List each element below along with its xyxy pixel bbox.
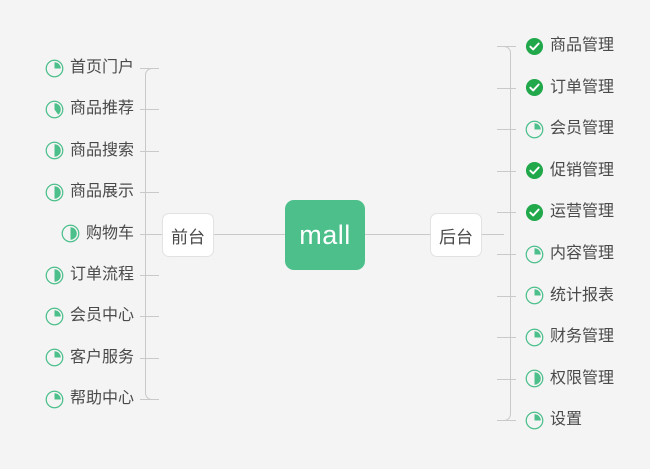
front-item-8[interactable]: 客户服务 xyxy=(45,345,134,371)
back-item-stub xyxy=(497,296,516,297)
pie-progress-icon xyxy=(525,286,544,305)
front-item-stub xyxy=(140,358,159,359)
pie-progress-icon xyxy=(61,224,80,243)
back-item-2[interactable]: 订单管理 xyxy=(525,75,614,101)
back-item-label: 订单管理 xyxy=(550,78,615,96)
pie-progress-icon xyxy=(45,100,64,119)
front-item-label: 会员中心 xyxy=(69,307,134,325)
back-item-5[interactable]: 运营管理 xyxy=(525,199,614,225)
front-item-3[interactable]: 商品搜索 xyxy=(45,138,134,164)
branch-node-front[interactable]: 前台 xyxy=(162,213,214,257)
pie-progress-icon xyxy=(525,369,544,388)
back-item-8[interactable]: 财务管理 xyxy=(525,324,614,350)
back-item-label: 商品管理 xyxy=(550,37,615,54)
front-item-stub xyxy=(140,192,159,193)
back-item-label: 权限管理 xyxy=(550,369,615,387)
back-item-6[interactable]: 内容管理 xyxy=(525,241,614,267)
back-item-stub xyxy=(497,337,516,338)
front-item-label: 首页门户 xyxy=(69,59,134,76)
front-item-4[interactable]: 商品展示 xyxy=(45,179,134,205)
right-branch-connector xyxy=(482,234,504,235)
pie-progress-icon xyxy=(525,245,544,264)
back-item-label: 统计报表 xyxy=(550,286,615,304)
pie-progress-icon xyxy=(45,183,64,202)
check-circle-icon xyxy=(525,203,544,222)
front-item-stub xyxy=(140,109,159,110)
branch-node-back-label: 后台 xyxy=(439,227,473,247)
pie-progress-icon xyxy=(45,348,64,367)
check-circle-icon xyxy=(525,37,544,56)
front-item-1[interactable]: 首页门户 xyxy=(45,55,134,81)
front-item-9[interactable]: 帮助中心 xyxy=(45,386,134,412)
pie-progress-icon xyxy=(45,266,64,285)
pie-progress-icon xyxy=(45,307,64,326)
pie-progress-icon xyxy=(45,141,64,160)
front-item-label: 客户服务 xyxy=(69,348,134,366)
center-node-mall[interactable]: mall xyxy=(285,200,365,270)
back-item-label: 会员管理 xyxy=(550,120,615,138)
pie-progress-icon xyxy=(45,390,64,409)
check-circle-icon xyxy=(525,78,544,97)
front-item-2[interactable]: 商品推荐 xyxy=(45,96,134,122)
back-item-label: 财务管理 xyxy=(550,328,615,346)
pie-progress-icon xyxy=(45,59,64,78)
back-item-label: 运营管理 xyxy=(550,203,615,221)
back-item-stub xyxy=(497,88,516,89)
front-item-stub xyxy=(140,68,159,69)
front-item-5[interactable]: 购物车 xyxy=(61,221,134,247)
back-item-stub xyxy=(497,46,516,47)
center-node-label: mall xyxy=(299,219,351,250)
front-item-7[interactable]: 会员中心 xyxy=(45,303,134,329)
back-item-10[interactable]: 设置 xyxy=(525,407,582,433)
back-item-label: 设置 xyxy=(550,411,583,429)
back-item-9[interactable]: 权限管理 xyxy=(525,366,614,392)
back-item-stub xyxy=(497,212,516,213)
pie-progress-icon xyxy=(525,411,544,430)
front-item-stub xyxy=(140,151,159,152)
front-item-label: 购物车 xyxy=(85,224,134,242)
front-item-label: 商品展示 xyxy=(69,183,134,201)
front-item-6[interactable]: 订单流程 xyxy=(45,262,134,288)
front-item-label: 商品搜索 xyxy=(69,141,134,159)
branch-node-back[interactable]: 后台 xyxy=(430,213,482,257)
back-item-stub xyxy=(497,254,516,255)
branch-node-front-label: 前台 xyxy=(171,227,205,247)
back-item-7[interactable]: 统计报表 xyxy=(525,283,614,309)
pie-progress-icon xyxy=(525,328,544,347)
front-item-stub xyxy=(140,275,159,276)
front-item-stub xyxy=(140,234,159,235)
back-item-stub xyxy=(497,129,516,130)
center-left-connector xyxy=(214,234,286,235)
front-item-label: 订单流程 xyxy=(69,266,134,283)
check-circle-icon xyxy=(525,161,544,180)
front-item-stub xyxy=(140,316,159,317)
back-item-3[interactable]: 会员管理 xyxy=(525,116,614,142)
back-item-1[interactable]: 商品管理 xyxy=(525,33,614,59)
front-item-label: 帮助中心 xyxy=(69,390,134,408)
back-item-label: 促销管理 xyxy=(550,161,615,179)
pie-progress-icon xyxy=(525,120,544,139)
back-item-label: 内容管理 xyxy=(550,245,615,262)
front-item-stub xyxy=(140,399,159,400)
back-item-stub xyxy=(497,171,516,172)
back-item-stub xyxy=(497,379,516,380)
front-item-label: 商品推荐 xyxy=(69,100,134,118)
center-right-connector xyxy=(364,234,432,235)
back-item-stub xyxy=(497,420,516,421)
back-item-4[interactable]: 促销管理 xyxy=(525,158,614,184)
